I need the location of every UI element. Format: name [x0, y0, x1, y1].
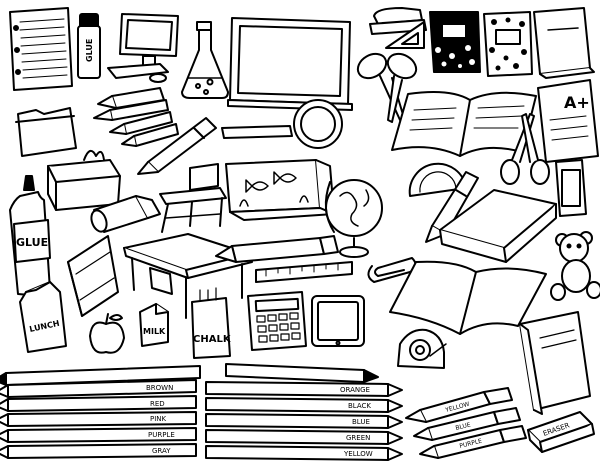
graded-paper-icon: A+	[537, 79, 599, 163]
pencil-icon: YELLOW	[205, 445, 403, 461]
markers-group: YELLOW BLUE PURPLE	[405, 387, 527, 459]
marker-icon: PURPLE	[419, 425, 527, 459]
tape-dispenser-icon	[397, 328, 447, 369]
glue-stick-label: GLUE	[85, 39, 94, 62]
set-square-icon	[385, 21, 425, 49]
pencil-icon: PURPLE	[0, 427, 197, 443]
pencil-icon: ORANGE	[205, 381, 403, 397]
marker-icon: BLUE	[413, 407, 521, 441]
crayons-icon	[93, 87, 179, 147]
pencil-label: RED	[150, 400, 165, 408]
pencil-label: BROWN	[146, 384, 173, 392]
composition-notebook-icon	[429, 11, 481, 73]
stapler-icon	[369, 7, 427, 35]
aquarium-icon	[225, 159, 335, 221]
pencil-icon: BROWN	[0, 379, 197, 398]
pencil-icon: BLACK	[205, 397, 403, 413]
school-chair-icon	[159, 163, 227, 233]
pencil-label: BLACK	[348, 402, 371, 410]
magnifying-glass-icon	[221, 99, 343, 149]
pencil-icon	[225, 363, 379, 383]
beaker-flask-icon	[181, 21, 229, 99]
open-book-icon	[389, 260, 547, 335]
pencil-label: PINK	[150, 415, 167, 423]
pencil-label: YELLOW	[343, 450, 373, 458]
colored-pencils-left: BROWN RED PINK PURPLE GRAY	[0, 365, 201, 459]
glue-roller-icon	[90, 195, 161, 233]
eraser-icon: ERASER	[527, 411, 595, 453]
teddy-bear-icon	[550, 231, 600, 301]
open-book-icon	[391, 91, 537, 157]
ruler-icon	[255, 261, 353, 283]
school-desk-icon	[123, 233, 253, 319]
tablet-icon	[311, 295, 365, 347]
lined-paper-icon	[9, 7, 73, 91]
grade-label: A+	[564, 93, 590, 112]
scissors-icon	[500, 113, 550, 185]
glue-bottle-label: GLUE	[16, 236, 48, 249]
book-icon	[533, 7, 595, 79]
folder-icon	[15, 107, 77, 157]
glue-stick-icon: GLUE	[77, 13, 101, 79]
book-icon	[519, 311, 591, 415]
apple-icon	[89, 313, 125, 354]
marker-label: BLUE	[455, 421, 472, 432]
smartphone-icon	[555, 159, 587, 217]
computer-icon	[107, 13, 179, 83]
calculator-icon	[247, 291, 307, 351]
book-icon	[67, 235, 119, 317]
book-icon	[439, 189, 557, 263]
glue-bottle-icon: GLUE	[9, 175, 51, 296]
chalkboard-icon	[227, 17, 353, 111]
chalk-label: CHALK	[193, 334, 232, 345]
tissue-box-icon	[47, 149, 121, 211]
pencil-label: BLUE	[352, 418, 370, 426]
pencil-icon	[215, 235, 339, 263]
pencil-icon: GRAY	[0, 443, 197, 459]
pencil-icon: BLUE	[205, 413, 403, 429]
scissors-icon	[356, 52, 418, 123]
composition-notebook-icon	[483, 11, 533, 77]
chalk-box-icon: CHALK	[191, 287, 232, 359]
pencil-icon: GREEN	[205, 429, 403, 445]
pencil-icon: RED	[0, 395, 197, 412]
globe-icon	[324, 179, 383, 258]
pencil-icon: PINK	[0, 411, 197, 427]
marker-icon	[137, 117, 217, 175]
pencil-label: PURPLE	[148, 431, 175, 439]
milk-label: MILK	[143, 327, 166, 336]
pencil-label: GRAY	[152, 447, 171, 455]
colored-pencils-right: ORANGE BLACK BLUE GREEN YELLOW	[205, 363, 403, 461]
pencil-label: ORANGE	[340, 386, 370, 394]
pencil-label: GREEN	[346, 434, 370, 442]
milk-carton-icon: MILK	[139, 303, 169, 347]
lunch-bag-icon: LUNCH	[19, 281, 67, 353]
marker-icon: YELLOW	[405, 387, 513, 423]
pencil-icon	[0, 365, 201, 386]
